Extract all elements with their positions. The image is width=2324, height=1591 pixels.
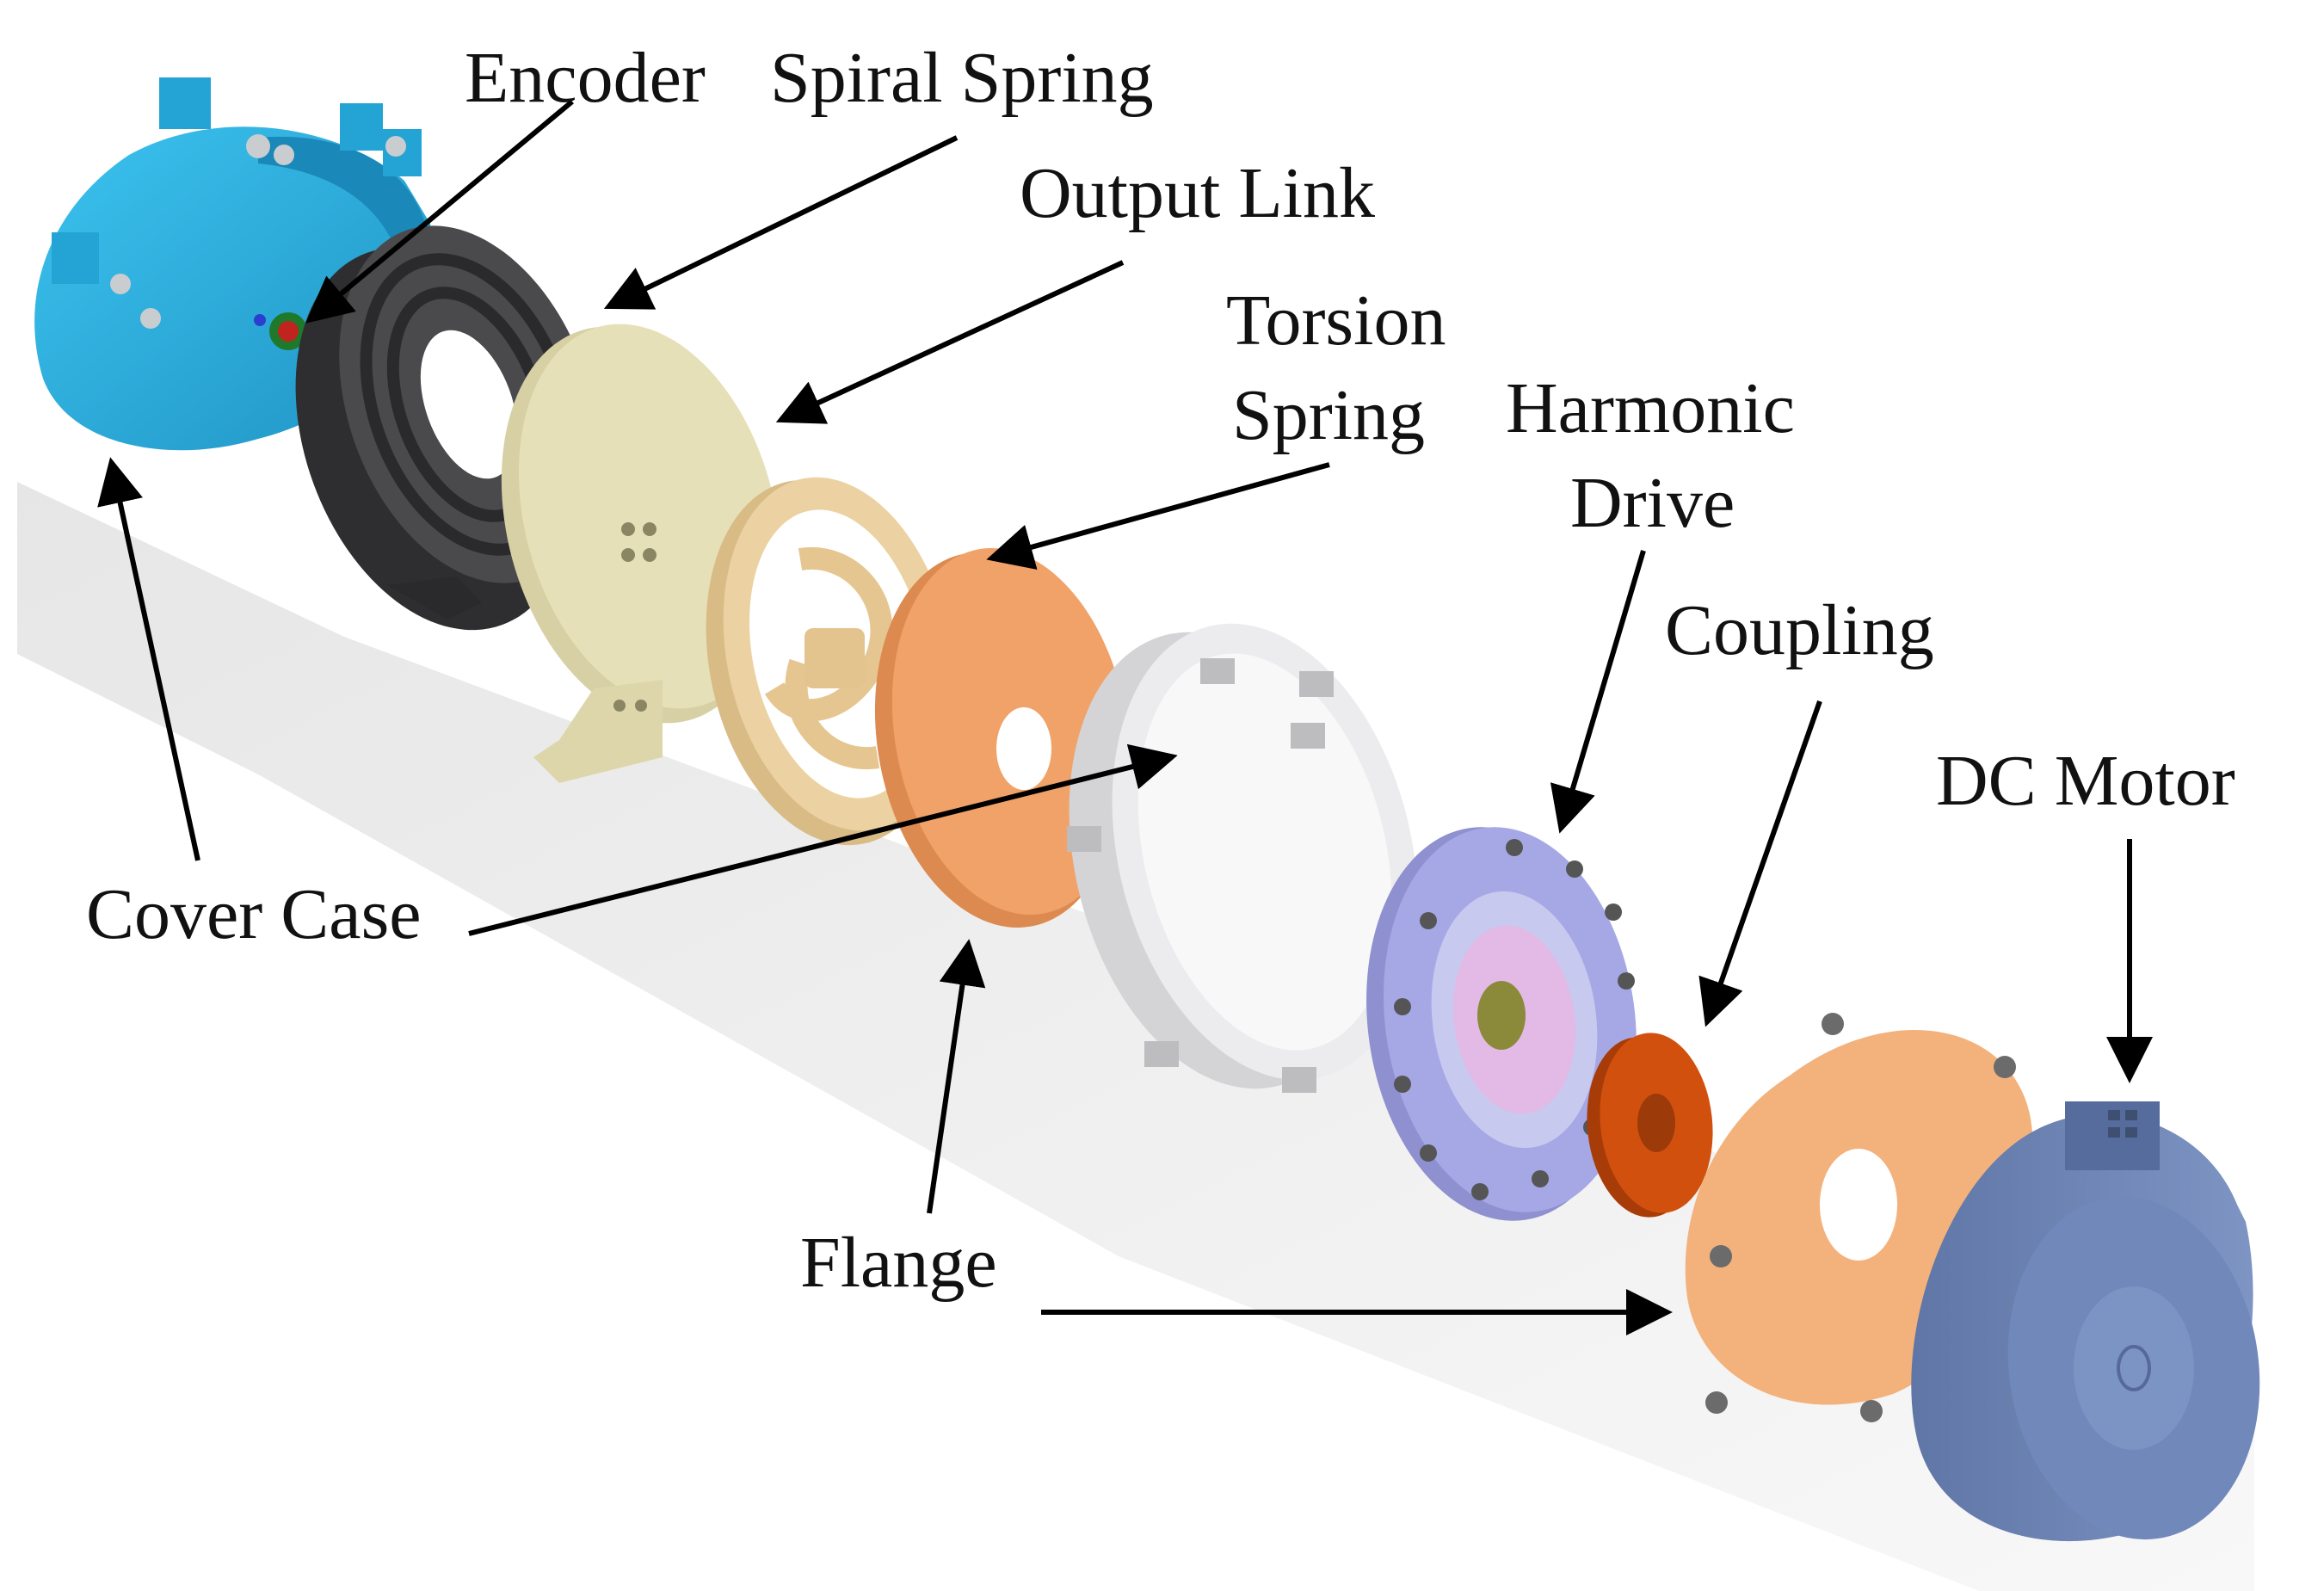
label-flange: Flange: [800, 1223, 997, 1303]
arrow-spiral-spring: [603, 135, 959, 310]
output-link-part: [501, 324, 780, 783]
label-cover-case: Cover Case: [86, 874, 422, 954]
arrows: [97, 99, 2153, 1335]
label-harmonic-line2: Drive: [1570, 463, 1735, 543]
label-torsion-line1: Torsion: [1226, 281, 1446, 361]
arrow-cover-case-right: [468, 743, 1178, 936]
label-coupling: Coupling: [1665, 590, 1934, 670]
arrow-cover-case-left: [97, 457, 200, 861]
dc-motor-part: [1911, 1101, 2260, 1542]
label-dc-motor: DC Motor: [1936, 741, 2235, 821]
arrow-encoder: [305, 99, 574, 324]
coupling-part: [1587, 1033, 1713, 1218]
label-output-link: Output Link: [1020, 153, 1375, 233]
label-torsion-line2: Spring: [1232, 375, 1425, 455]
arrow-coupling: [1698, 700, 1822, 1027]
arrow-torsion-spring: [986, 462, 1330, 570]
encoder-part: [254, 312, 307, 350]
label-spiral-spring: Spiral Spring: [770, 38, 1154, 118]
arrow-output-link: [775, 260, 1125, 424]
label-harmonic-line1: Harmonic: [1506, 368, 1795, 448]
harmonic-drive-part: [1366, 827, 1637, 1221]
label-encoder: Encoder: [465, 38, 706, 118]
arrow-flange-up: [927, 939, 986, 1214]
arrow-harmonic-drive: [1550, 550, 1646, 834]
